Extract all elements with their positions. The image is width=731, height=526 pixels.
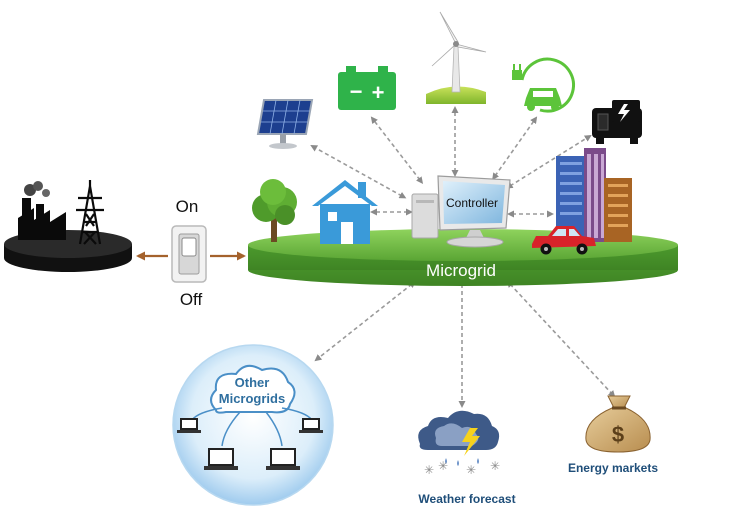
laptop-icon [204, 448, 238, 470]
battery-plus-sign: + [372, 80, 385, 105]
weather-forecast-label: Weather forecast [418, 492, 515, 506]
battery-icon: − + [338, 66, 396, 110]
svg-text:✳: ✳ [424, 463, 434, 477]
microgrid-label: Microgrid [426, 261, 496, 280]
transmission-tower-icon [76, 180, 104, 245]
utility-grid [4, 180, 132, 272]
city-buildings-icon [556, 148, 632, 242]
money-bag-icon: $ [585, 395, 651, 453]
svg-text:✳: ✳ [490, 459, 500, 473]
storm-cloud-icon: ✳ ✳ ✳ ✳ [418, 410, 500, 477]
energy-markets-label: Energy markets [568, 461, 658, 475]
svg-text:✳: ✳ [466, 463, 476, 477]
other-microgrids-bubble: Other Microgrids [172, 344, 334, 506]
battery-minus-sign: − [350, 79, 363, 104]
ev-charger-icon [512, 57, 575, 113]
house-icon [312, 180, 378, 244]
arrow-ev [492, 116, 538, 181]
generator-icon [592, 100, 642, 144]
arrow-battery [370, 116, 424, 184]
arrow-markets [506, 280, 616, 398]
switch-on-label: On [176, 197, 199, 216]
controller-label: Controller [446, 196, 498, 210]
wind-turbine-icon [426, 11, 487, 104]
tree-icon [252, 179, 297, 242]
factory-icon [18, 181, 66, 240]
connection-arrows [310, 106, 616, 408]
car-icon [532, 226, 596, 255]
other-microgrids-label-line1: Other [235, 375, 270, 390]
network-cloud [210, 364, 296, 414]
arrow-generator [505, 134, 592, 189]
dollar-sign: $ [612, 422, 624, 447]
arrow-solar [310, 145, 407, 199]
switch-icon[interactable] [171, 225, 207, 283]
computer-icon[interactable]: Controller [411, 175, 511, 248]
svg-text:✳: ✳ [438, 459, 448, 473]
solar-panel-icon [256, 99, 314, 149]
laptop-icon [266, 448, 300, 470]
laptop-icon [177, 418, 201, 433]
switch-off-label: Off [180, 290, 203, 309]
laptop-icon [299, 418, 323, 433]
arrow-other-microgrids [314, 280, 416, 362]
other-microgrids-label-line2: Microgrids [219, 391, 285, 406]
